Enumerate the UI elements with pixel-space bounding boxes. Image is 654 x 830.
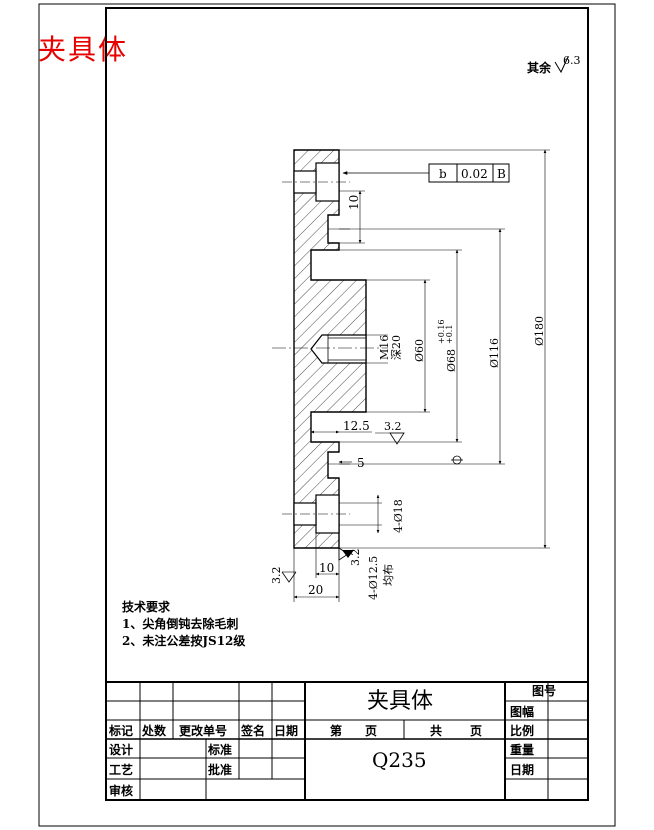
dim-d116: Ø116 [339, 228, 505, 465]
date-label: 日期 [510, 762, 534, 777]
roughness-bottom: 3.2 [349, 549, 362, 567]
part-name: 夹具体 [367, 689, 433, 714]
weight-label: 重量 [510, 742, 534, 757]
roughness-mid: 3.2 [384, 420, 402, 433]
roughness-prefix: 其余 [527, 60, 552, 75]
dim-thread: M16 深20 Ø60 [366, 279, 430, 413]
dim-d68-tol-lower: +0.1 [445, 325, 454, 344]
dim-deep20: 深20 [390, 335, 403, 360]
page-total-unit: 页 [470, 724, 482, 738]
process-label: 工艺 [109, 762, 133, 777]
tolerance-frame: b 0.02 B [342, 163, 510, 183]
page-no-unit: 页 [365, 724, 377, 738]
tol-datum: B [497, 167, 506, 181]
design-label: 设计 [109, 742, 133, 757]
dim-cbore-text: 4-Ø12.5 [367, 556, 380, 600]
scale-label: 比例 [510, 723, 534, 738]
rev-change-no: 更改单号 [179, 723, 227, 738]
dim-12-5-text: 12.5 [343, 419, 370, 433]
dim-5: 5 [338, 456, 365, 470]
material: Q235 [372, 748, 427, 772]
dim-4-d18-text: 4-Ø18 [392, 499, 405, 533]
notes-heading: 技术要求 [122, 599, 171, 614]
dim-even-text: 均布 [382, 564, 395, 586]
dim-10-top: 10 [339, 190, 365, 244]
dim-d68-text: Ø68 [445, 349, 458, 372]
title-block-text: 夹具体 Q235 图号 图幅 比例 重量 日期 第 页 共 页 标记 处数 更改… [108, 683, 556, 798]
roughness-left: 3.2 [270, 567, 283, 585]
title-block [105, 681, 589, 801]
notes-item-2: 2、未注公差按JS12级 [122, 633, 245, 648]
technical-notes: 技术要求 1、尖角倒钝去除毛刺 2、未注公差按JS12级 [122, 599, 245, 648]
header-title: 夹具体 [38, 33, 129, 66]
dim-d180-text: Ø180 [533, 316, 546, 346]
drawing-no-label: 图号 [532, 683, 556, 698]
tol-value: 0.02 [461, 167, 488, 181]
dim-10-bottom-text: 10 [319, 561, 334, 575]
general-roughness: 其余 6.3 [527, 54, 581, 75]
part-section [272, 149, 388, 549]
dim-d68-tol-upper: +0.16 [437, 319, 446, 344]
dim-m16: M16 [378, 335, 391, 360]
dim-d60: Ø60 [413, 339, 426, 362]
dim-4-d18: 4-Ø18 [339, 494, 405, 534]
dim-10-text: 10 [347, 195, 361, 210]
dim-d180: Ø180 [339, 149, 550, 549]
rev-count: 处数 [141, 723, 167, 738]
tol-symbol: b [439, 167, 447, 181]
approve-label: 批准 [208, 762, 232, 777]
dim-d116-text: Ø116 [488, 338, 501, 368]
rev-mark: 标记 [108, 723, 133, 738]
notes-item-1: 1、尖角倒钝去除毛刺 [122, 616, 238, 631]
page-total-label: 共 [430, 723, 442, 738]
dim-bottom: 20 10 3.2 3.2 4-Ø12.5 均布 [270, 533, 395, 602]
page-no-label: 第 [330, 723, 342, 738]
dim-d68: Ø68 +0.16 +0.1 [311, 249, 463, 465]
sheet-size-label: 图幅 [510, 704, 534, 719]
standard-label: 标准 [207, 742, 232, 757]
review-label: 审核 [109, 783, 133, 798]
roughness-value: 6.3 [563, 54, 581, 67]
rev-signature: 签名 [240, 723, 265, 738]
outer-border [38, 3, 616, 827]
dim-5-text: 5 [357, 456, 365, 470]
dim-12-5: 12.5 3.2 [310, 419, 405, 445]
rev-date: 日期 [274, 723, 298, 738]
dim-20-text: 20 [308, 583, 323, 597]
